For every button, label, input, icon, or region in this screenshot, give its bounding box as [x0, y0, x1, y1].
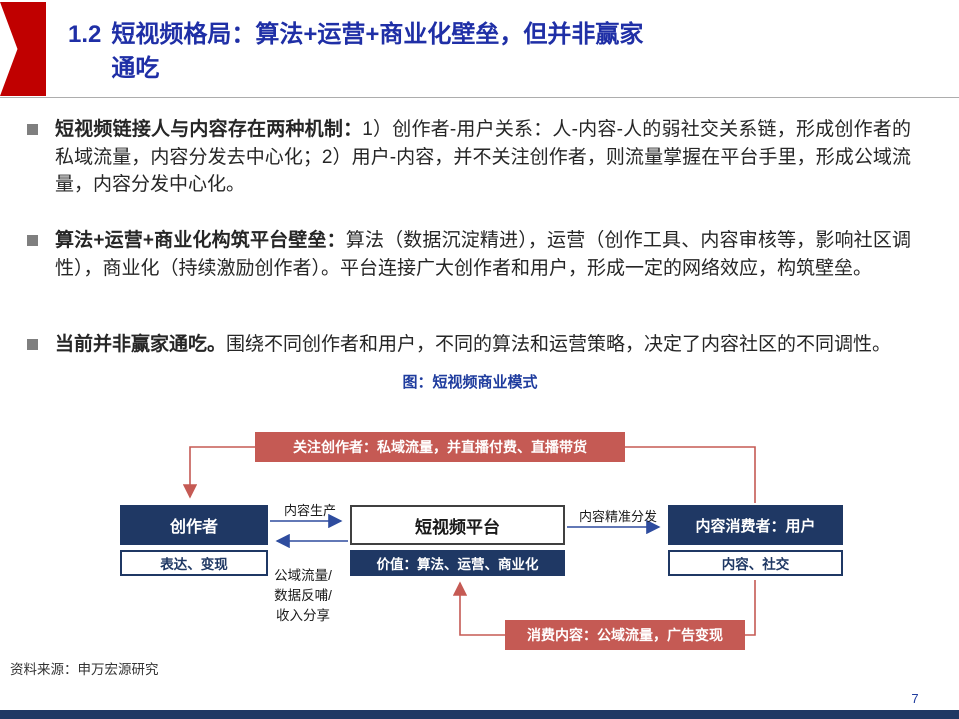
page-number: 7 — [911, 691, 919, 706]
page-title: 1.2 短视频格局：算法+运营+商业化壁垒，但并非赢家 通吃 — [68, 18, 643, 86]
bullet-square-icon — [27, 339, 38, 350]
bullet-1-lead: 短视频链接人与内容存在两种机制： — [55, 119, 363, 140]
source-note: 资料来源：申万宏源研究 — [10, 662, 159, 677]
bullet-square-icon — [27, 235, 38, 246]
consume-content-flow-box: 消费内容：公域流量，广告变现 — [505, 620, 745, 650]
label-content-distribution: 内容精准分发 — [578, 509, 657, 524]
bullet-square-icon — [27, 124, 38, 135]
title-line-1: 短视频格局：算法+运营+商业化壁垒，但并非赢家 — [111, 21, 644, 48]
bullet-item-1: 短视频链接人与内容存在两种机制：1）创作者-用户关系：人-内容-人的弱社交关系链… — [27, 116, 911, 199]
section-number: 1.2 — [68, 21, 102, 48]
bullet-3-lead: 当前并非赢家通吃。 — [55, 334, 227, 355]
platform-value-box: 价值：算法、运营、商业化 — [350, 550, 565, 576]
label-content-production: 内容生产 — [283, 503, 336, 518]
bullet-1-text: 1）创作者-用户关系：人-内容-人的弱社交关系链，形成创作者的私域流量，内容分发… — [55, 119, 911, 195]
bullet-2-lead: 算法+运营+商业化构筑平台壁垒： — [55, 230, 346, 251]
figure-title: 图：短视频商业模式 — [402, 374, 538, 391]
title-lines: 短视频格局：算法+运营+商业化壁垒，但并非赢家 通吃 — [111, 18, 643, 86]
bullet-item-2: 算法+运营+商业化构筑平台壁垒：算法（数据沉淀精进），运营（创作工具、内容审核等… — [27, 227, 911, 282]
footer-bar — [0, 710, 959, 719]
follow-creator-flow-box: 关注创作者：私域流量，并直播付费、直播带货 — [255, 432, 625, 462]
label-feedback-flows: 公域流量/ 数据反哺/ 收入分享 — [274, 568, 332, 623]
creator-value-box: 表达、变现 — [120, 550, 268, 576]
header-divider — [0, 97, 959, 98]
platform-box: 短视频平台 — [350, 505, 565, 545]
creator-box: 创作者 — [120, 505, 268, 545]
bullet-2-text: 算法（数据沉淀精进），运营（创作工具、内容审核等，影响社区调性），商业化（持续激… — [55, 230, 911, 279]
consumer-value-box: 内容、社交 — [668, 550, 843, 576]
consumer-box: 内容消费者：用户 — [668, 505, 843, 545]
bullet-item-3: 当前并非赢家通吃。围绕不同创作者和用户，不同的算法和运营策略，决定了内容社区的不… — [27, 331, 911, 359]
bullet-3-text: 围绕不同创作者和用户，不同的算法和运营策略，决定了内容社区的不同调性。 — [226, 334, 892, 355]
title-line-2: 通吃 — [111, 55, 160, 82]
